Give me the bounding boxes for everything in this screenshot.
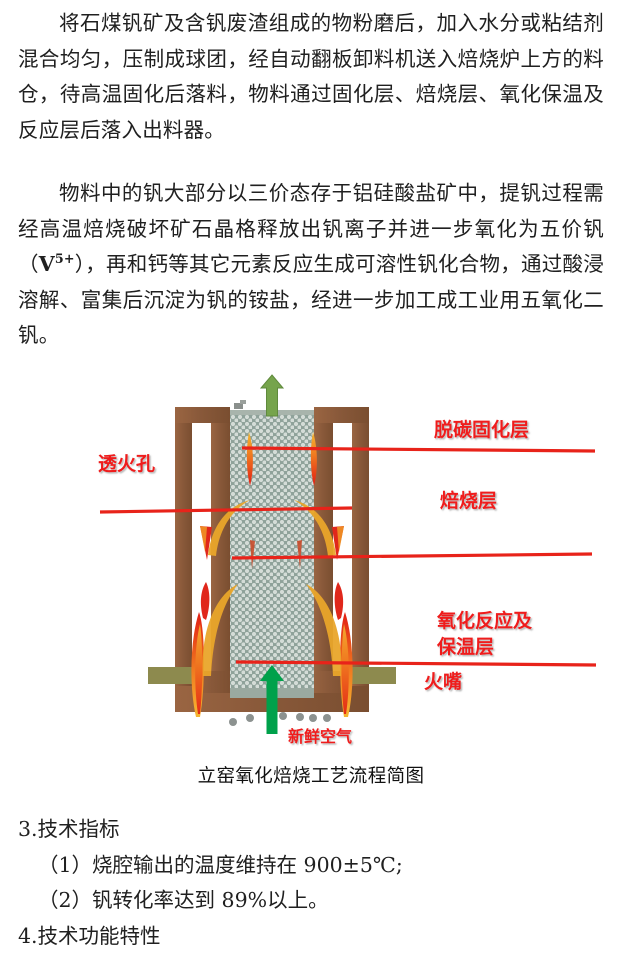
vanadium-symbol: V xyxy=(38,252,55,277)
label-fresh-air: 新鲜空气 xyxy=(288,727,352,746)
technical-specs-block: 3.技术指标 （1）烧腔输出的温度维持在 900±5℃; （2）钒转化率达到 8… xyxy=(18,812,604,954)
label-burner-nozzle: 火嘴 xyxy=(424,671,462,693)
exhaust-arrow-up xyxy=(259,374,285,417)
label-roasting-layer: 焙烧层 xyxy=(440,489,497,512)
paragraph-1: 将石煤钒矿及含钒废渣组成的物粉磨后，加入水分或粘结剂混合均匀，压制成球团，经自动… xyxy=(18,11,604,142)
spec-item-1: （1）烧腔输出的温度维持在 900±5℃; xyxy=(38,852,403,877)
feeder-nub xyxy=(234,400,246,409)
leader-roasting-layer xyxy=(231,552,593,560)
burner-nozzles xyxy=(148,667,396,684)
label-oxidation-reaction-line1: 氧化反应及 xyxy=(437,609,533,632)
section-heading-4: 4.技术功能特性 xyxy=(18,923,161,948)
paragraph-2: 物料中的钒大部分以三价态存于铝硅酸盐矿中，提钒过程需经高温焙烧破坏矿石晶格释放出… xyxy=(18,176,604,354)
section-heading-3: 3.技术指标 xyxy=(18,817,120,841)
fresh-air-arrow xyxy=(260,665,284,734)
furnace-shell xyxy=(175,407,369,712)
paragraph-2-part-after: ），再和钙等其它元素反应生成可溶性钒化合物，通过酸浸溶解、富集后沉淀为钒的铵盐，… xyxy=(18,252,604,348)
label-insulation-layer-line2: 保温层 xyxy=(436,635,494,658)
leader-lines xyxy=(99,446,597,667)
figure-caption: 立窑氧化焙烧工艺流程简图 xyxy=(197,766,425,787)
label-fire-hole: 透火孔 xyxy=(98,453,155,475)
kiln-process-diagram: 脱碳固化层 透火孔 焙烧层 氧化反应及 保温层 火嘴 新鲜空气 xyxy=(0,366,622,774)
vanadium-charge-superscript: 5+ xyxy=(54,251,75,267)
spec-item-2: （2）钒转化率达到 89%以上。 xyxy=(38,888,329,913)
flames-left xyxy=(191,432,255,717)
paragraph-2-part-before: 物料中的钒大部分以三价态存于铝硅酸盐矿中，提钒过程需经高温焙烧破坏矿石晶格释放出… xyxy=(18,181,604,277)
leader-oxidation-layer xyxy=(235,660,597,667)
leader-fire-hole xyxy=(99,506,353,514)
label-decarbon-solidification-layer: 脱碳固化层 xyxy=(434,418,529,441)
leader-decarbon-layer xyxy=(241,446,596,453)
discharge-pellets xyxy=(229,712,331,726)
material-column xyxy=(230,410,314,698)
